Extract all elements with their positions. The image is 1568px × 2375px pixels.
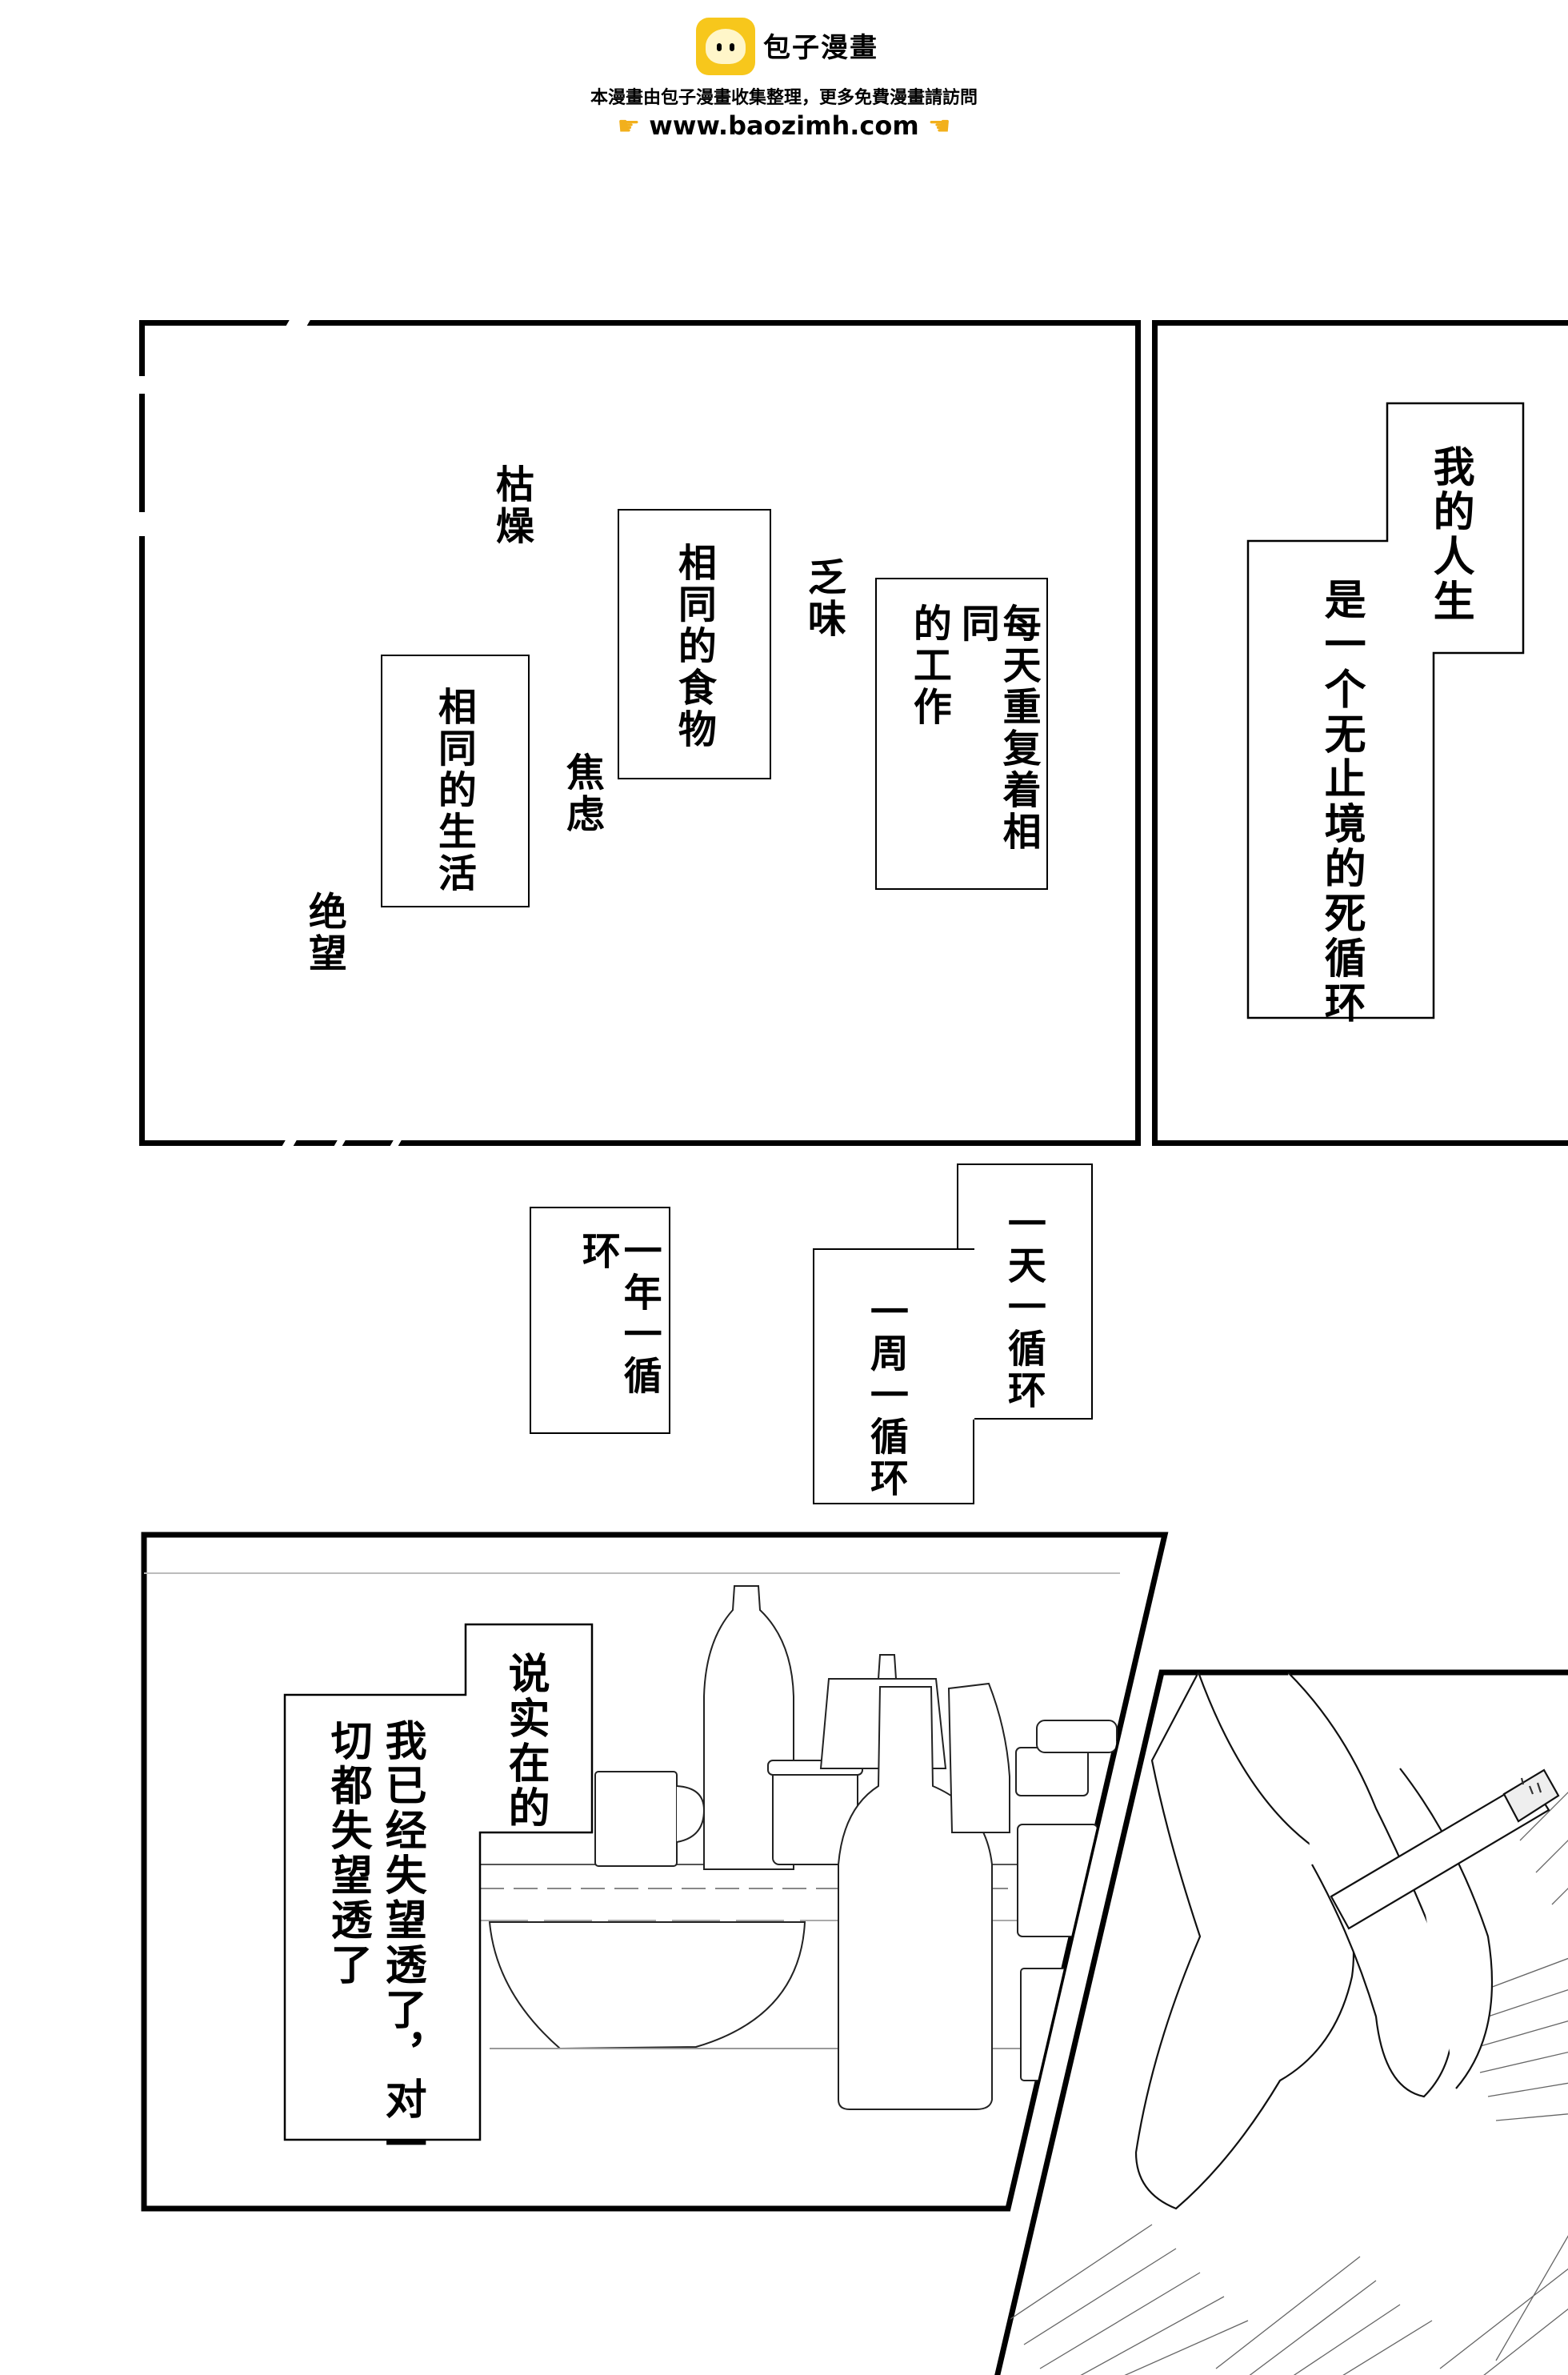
caption-one-year: 一年一循环 [530,1207,670,1434]
site-url-link[interactable]: www.baozimh.com [649,110,919,141]
caption-same-food: 相同的食物 [618,509,771,779]
caption-same-work-line2: 的工作 [906,603,951,728]
caption-my-life: 我的人生 [1426,445,1474,624]
site-notice: 本漫畫由包子漫畫收集整理，更多免費漫畫請訪問 [590,88,978,108]
word-anxious: 焦虑 [558,752,604,835]
word-bland: 乏味 [800,557,846,640]
frame-break-left-1 [136,376,147,394]
baozi-logo-icon [696,18,755,75]
caption-same-food-text: 相同的食物 [670,543,716,751]
caption-one-week-frame-fix [957,1420,974,1504]
caption-one-day: 一天一循环 [957,1163,1093,1420]
caption-one-week-text: 一周一循环 [862,1292,908,1500]
caption-same-life: 相同的生活 [381,655,530,907]
caption-endless-loop: 是一个无止境的死循环 [1317,578,1366,1026]
caption-same-work-line1: 每天重复着相同 [954,603,1041,853]
pointing-hand-left-icon: ☚ [927,110,951,141]
caption-one-week: 一周一循环 [813,1248,974,1504]
caption-disappointed-line1: 我已经失望透了，对一 [378,1719,426,2167]
word-despair: 绝望 [301,891,346,975]
pointing-hand-right-icon: ☛ [617,110,641,141]
logo-eye-left [717,43,722,51]
caption-same-life-text: 相同的生活 [430,687,476,895]
caption-disappointed-line2: 切都失望透了 [323,1719,372,1988]
word-dry: 枯燥 [488,464,534,547]
caption-same-work: 每天重复着相同 的工作 [875,578,1048,890]
caption-one-day-text: 一天一循环 [1000,1204,1046,1412]
frame-break-left-2 [136,512,147,536]
site-url-row[interactable]: ☛ www.baozimh.com ☚ [0,110,1568,141]
caption-one-year-text: 一年一循环 [574,1231,662,1397]
site-name: 包子漫畫 [763,32,878,64]
logo-eye-right [730,43,734,51]
logo-face [706,29,746,64]
caption-honestly: 说实在的 [501,1652,550,1831]
